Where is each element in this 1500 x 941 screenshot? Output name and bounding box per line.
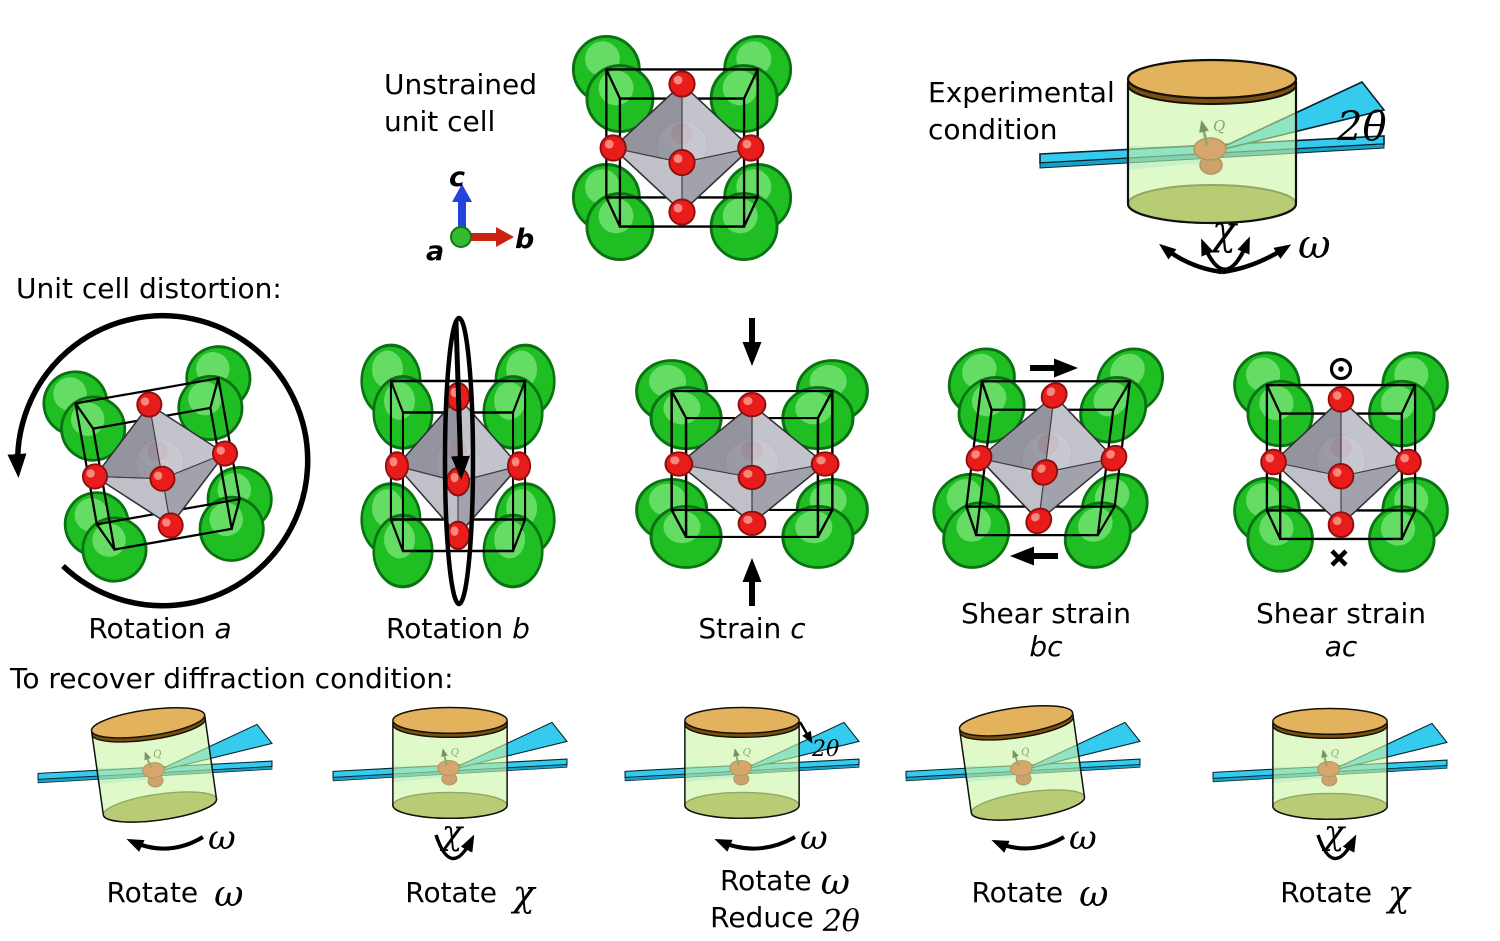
omega-label: ω <box>1298 222 1331 268</box>
chi-arrow-5 <box>1316 834 1357 861</box>
axes-widget: c b a <box>426 162 534 267</box>
omega-arrow-3 <box>714 835 796 852</box>
chi-label-2: χ <box>440 813 465 853</box>
axis-b-arrow <box>496 227 514 247</box>
omega-label-3: ω <box>800 818 828 858</box>
panel-strain-c <box>637 318 868 606</box>
experimental-title: Experimental condition <box>928 76 1115 146</box>
unstrained-title: Unstrained unit cell <box>384 68 538 138</box>
chi-label-5: χ <box>1322 813 1347 853</box>
rotation-b-loop <box>442 315 476 607</box>
omega-arrow-1 <box>126 835 205 852</box>
chi-arrow-2 <box>434 834 475 861</box>
recover-panel-3 <box>624 707 860 818</box>
two-theta-label-3: 2θ <box>811 737 839 762</box>
panel-shear-ac <box>1235 353 1448 572</box>
chi-omega-rotation-arrows: χ ω <box>1159 208 1331 275</box>
omega-arrow-4 <box>991 835 1066 853</box>
panel-rotation-b <box>362 315 555 607</box>
two-theta-label: 2θ <box>1336 104 1387 150</box>
axis-c-arrow <box>452 184 472 202</box>
out-of-page-icon <box>1329 357 1353 381</box>
omega-label-1: ω <box>208 818 236 858</box>
label-shear-bc: Shear strain bc <box>960 597 1132 663</box>
label-shear-ac: Shear strain ac <box>1255 597 1427 663</box>
omega-label-4: ω <box>1069 818 1097 858</box>
recover-heading: To recover diffraction condition: <box>10 662 454 695</box>
axis-b-label: b <box>515 224 534 255</box>
panel-rotation-a <box>7 313 311 609</box>
chi-label: χ <box>1209 208 1239 254</box>
recover-panel-1 <box>37 702 273 828</box>
recover-panel-5 <box>1212 708 1448 819</box>
unstrained-unit-cell <box>573 36 790 259</box>
axis-c-label: c <box>449 162 465 193</box>
recover-panel-4 <box>905 700 1141 826</box>
reduce-two-theta-arrow <box>798 721 813 744</box>
axis-a-dot <box>450 226 472 248</box>
panel-shear-bc <box>927 349 1167 568</box>
axis-a-label: a <box>426 236 444 267</box>
into-page-icon <box>1330 549 1348 567</box>
distortion-heading: Unit cell distortion: <box>16 272 282 305</box>
rotation-a-arrow <box>7 313 311 609</box>
rotation-b-arrow <box>450 321 470 480</box>
recover-panel-2 <box>332 707 568 818</box>
